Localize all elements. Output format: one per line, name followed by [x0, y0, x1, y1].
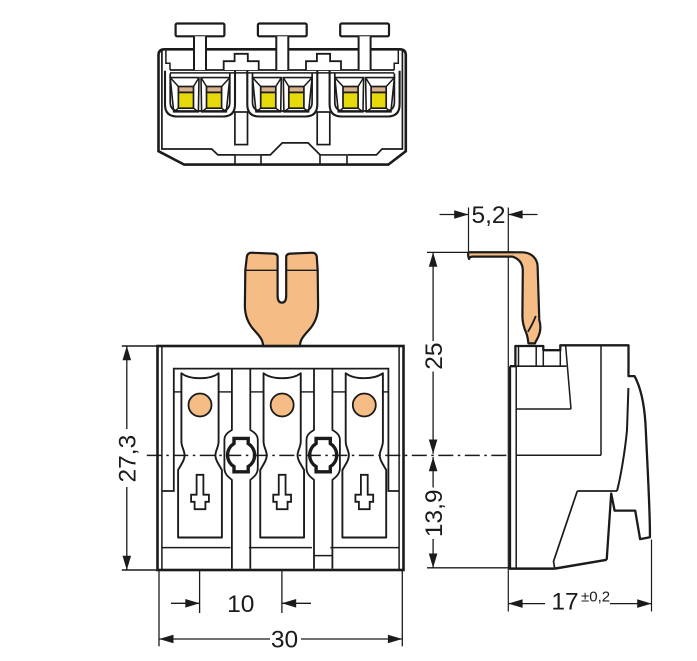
svg-text:25: 25 — [421, 342, 448, 369]
svg-text:27,3: 27,3 — [115, 435, 142, 483]
svg-text:±0,2: ±0,2 — [581, 589, 610, 606]
svg-text:13,9: 13,9 — [421, 489, 448, 537]
svg-text:30: 30 — [271, 626, 298, 653]
svg-text:17: 17 — [551, 589, 578, 616]
svg-text:5,2: 5,2 — [471, 202, 505, 229]
svg-text:10: 10 — [227, 591, 254, 618]
